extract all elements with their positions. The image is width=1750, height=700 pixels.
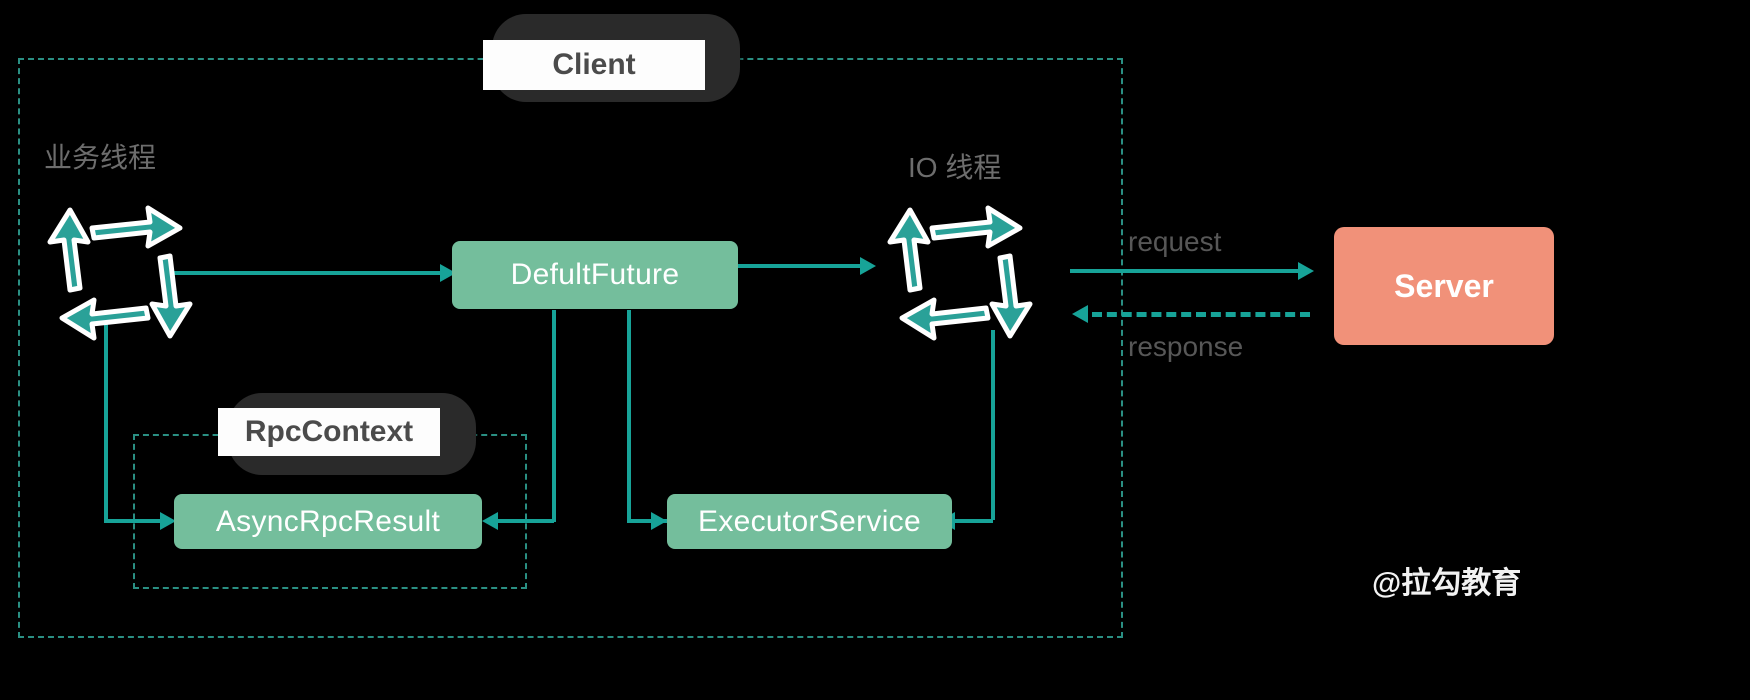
io-thread-to-executorservice-vertical <box>991 330 995 520</box>
circular-arrows-icon <box>40 198 200 343</box>
io-thread-label: IO 线程 <box>908 152 1002 183</box>
server-box[interactable]: Server <box>1334 227 1554 345</box>
executor-service-box[interactable]: ExecutorService <box>667 494 952 549</box>
circular-arrows-icon <box>880 198 1040 343</box>
response-arrow-head <box>1072 305 1088 323</box>
business-thread-label: 业务线程 <box>44 142 157 173</box>
arrow-defaultfuture-to-io-head <box>860 257 876 275</box>
defaultfuture-to-executorservice-horizontal <box>627 519 667 523</box>
defaultfuture-to-executorservice-vertical <box>627 310 631 522</box>
response-label: response <box>1128 331 1244 362</box>
io-thread-to-executorservice-horizontal <box>955 519 993 523</box>
request-label: request <box>1128 226 1222 257</box>
arrow-defaultfuture-to-io-line <box>738 264 860 268</box>
request-arrow-head <box>1298 262 1314 280</box>
async-rpc-result-box[interactable]: AsyncRpcResult <box>174 494 482 549</box>
response-arrow-line <box>1092 312 1310 317</box>
defaultfuture-to-executorservice-head <box>651 512 667 530</box>
arrow-business-to-defaultfuture-line <box>168 271 440 275</box>
business-thread-to-asyncrpcresult-head <box>160 512 176 530</box>
request-arrow-line <box>1070 269 1298 273</box>
watermark: @拉勾教育 <box>1372 567 1522 600</box>
client-title: Client <box>483 40 705 90</box>
default-future-box[interactable]: DefultFuture <box>452 241 738 309</box>
business-thread-vertical-line <box>104 310 108 522</box>
rpc-context-title: RpcContext <box>218 408 440 456</box>
defaultfuture-to-asyncrpcresult-vertical <box>552 310 556 522</box>
defaultfuture-to-asyncrpcresult-horizontal <box>498 519 554 523</box>
business-thread-to-asyncrpcresult-line <box>104 519 166 523</box>
defaultfuture-to-asyncrpcresult-head <box>482 512 498 530</box>
